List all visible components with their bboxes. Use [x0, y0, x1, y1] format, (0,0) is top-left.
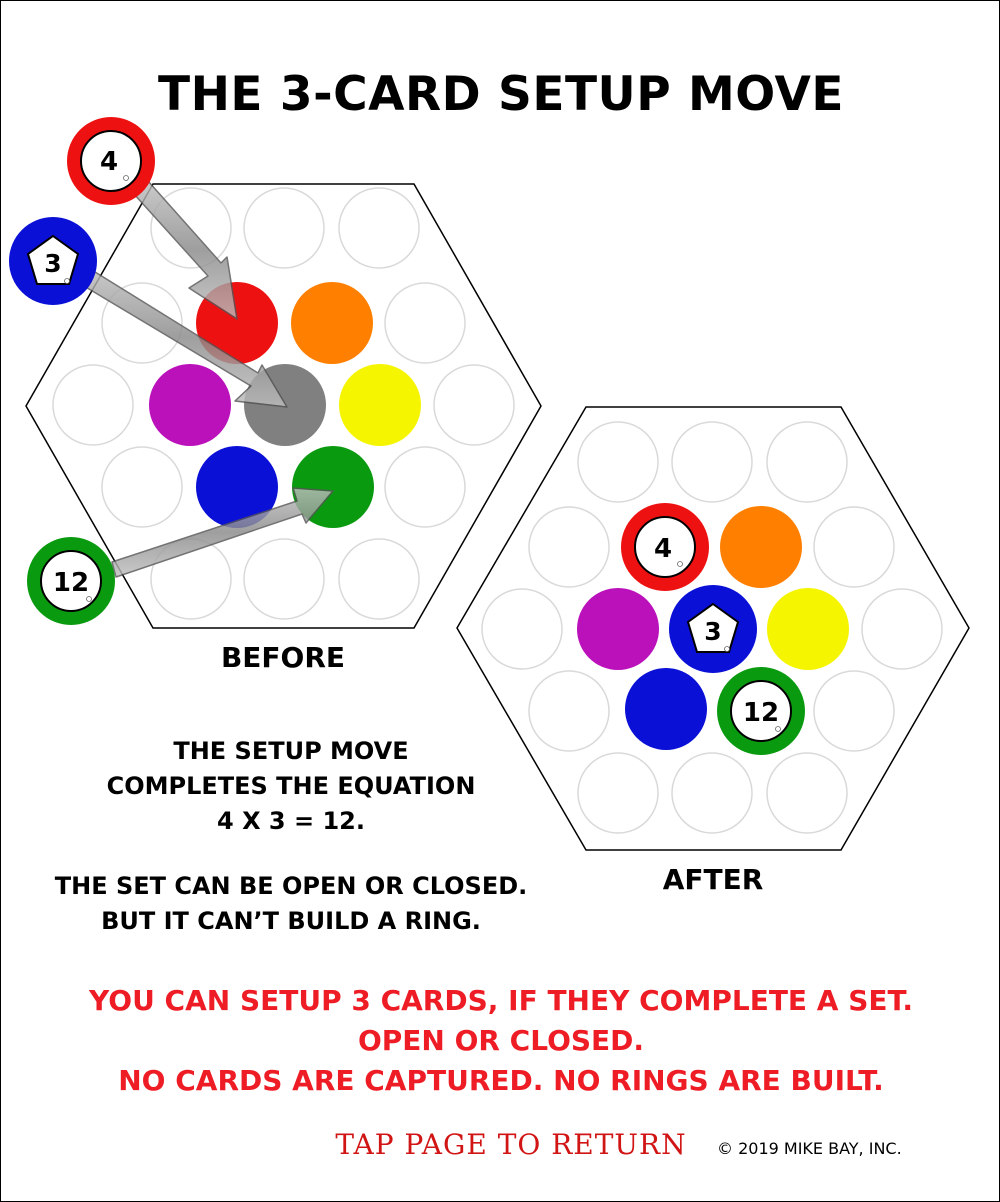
note-text: THE SET CAN BE OPEN OR CLOSED. BUT IT CA… — [21, 869, 561, 939]
card-12-after-value: 12 — [743, 698, 779, 728]
rule-text: YOU CAN SETUP 3 CARDS, IF THEY COMPLETE … — [1, 981, 999, 1101]
board-after-cells — [481, 421, 943, 834]
page-title: THE 3-CARD SETUP MOVE — [158, 67, 844, 122]
before-cell-blue — [196, 446, 278, 528]
card-3-value: 3 — [44, 249, 61, 278]
card-3-after: 3 — [669, 585, 757, 673]
after-cell-blue — [625, 668, 707, 750]
note-line: THE SET CAN BE OPEN OR CLOSED. — [54, 872, 528, 900]
card-12-after: 12 — [717, 667, 805, 755]
after-cell-orange — [720, 506, 802, 588]
after-label: AFTER — [662, 863, 764, 896]
arrow-12 — [111, 487, 334, 578]
board-after: 4 3 12 — [456, 406, 970, 851]
card-3-before: 3 — [9, 217, 97, 305]
note-line: BUT IT CAN’T BUILD A RING. — [101, 907, 481, 935]
rule-line: OPEN OR CLOSED. — [357, 1024, 645, 1057]
before-cell-purple — [149, 364, 231, 446]
move-arrows — [78, 180, 334, 578]
tap-to-return-link[interactable]: TAP PAGE TO RETURN — [335, 1128, 687, 1161]
before-cell-orange — [291, 282, 373, 364]
card-3-after-value: 3 — [704, 617, 721, 646]
card-4-after-value: 4 — [654, 534, 672, 564]
explanation-line: 4 X 3 = 12. — [217, 807, 365, 835]
card-4-after: 4 — [621, 503, 709, 591]
before-label: BEFORE — [220, 641, 346, 674]
explanation-line: THE SETUP MOVE — [173, 737, 409, 765]
arrow-4 — [133, 180, 238, 320]
card-12-before: 12 — [27, 537, 115, 625]
after-cell-yellow — [767, 588, 849, 670]
copyright-notice: © 2019 MIKE BAY, INC. — [717, 1139, 902, 1158]
rule-line: YOU CAN SETUP 3 CARDS, IF THEY COMPLETE … — [88, 984, 914, 1017]
arrow-3 — [78, 266, 288, 408]
card-12-value: 12 — [53, 568, 89, 598]
explanation-text: THE SETUP MOVE COMPLETES THE EQUATION 4 … — [41, 734, 541, 839]
card-4-value: 4 — [100, 147, 118, 177]
rule-line: NO CARDS ARE CAPTURED. NO RINGS ARE BUIL… — [118, 1064, 884, 1097]
card-4-before: 4 — [67, 117, 155, 205]
before-cell-yellow — [339, 364, 421, 446]
after-cell-purple — [577, 588, 659, 670]
explanation-line: COMPLETES THE EQUATION — [106, 772, 476, 800]
